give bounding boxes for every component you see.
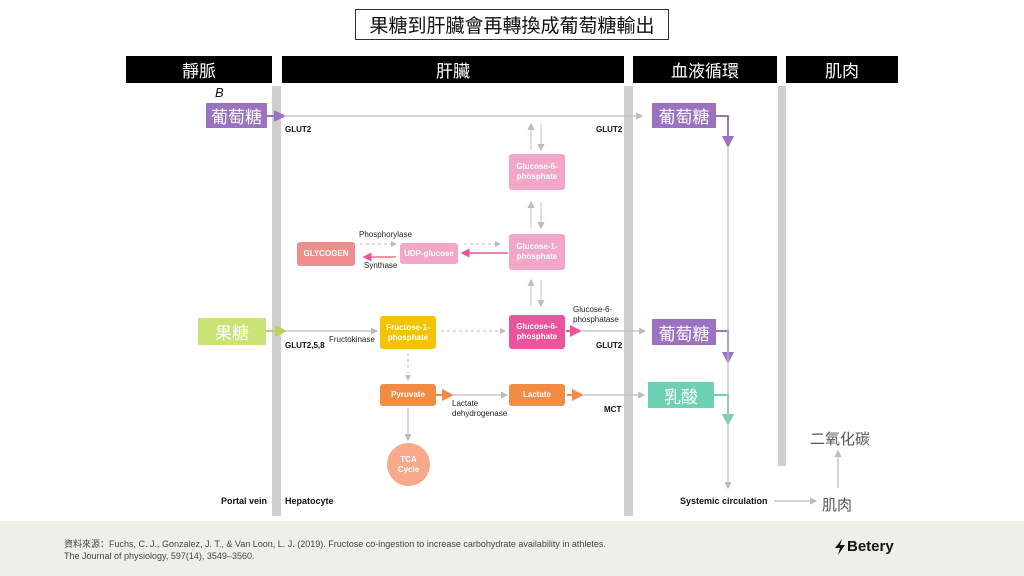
label-glut2-mid-right: GLUT2 bbox=[596, 341, 623, 350]
muscle-label: 肌肉 bbox=[822, 497, 853, 514]
node-lactate: Lactate bbox=[509, 384, 565, 406]
panel-letter: B bbox=[215, 85, 224, 100]
node-tca-cycle: TCA Cycle bbox=[387, 443, 430, 486]
portal-membrane-bar bbox=[272, 86, 281, 516]
co2-label: 二氧化碳 bbox=[810, 431, 871, 448]
column-header-liver: 肝臟 bbox=[282, 56, 624, 83]
label-glut2-top-left: GLUT2 bbox=[285, 125, 312, 134]
output-glucose-mid-box: 葡萄糖 bbox=[652, 319, 716, 345]
output-lactate-box: 乳酸 bbox=[648, 382, 714, 408]
column-header-muscle: 肌肉 bbox=[786, 56, 898, 83]
output-glucose-top-box: 葡萄糖 bbox=[652, 103, 716, 128]
label-systemic-circulation: Systemic circulation bbox=[680, 496, 768, 506]
label-phosphorylase: Phosphorylase bbox=[359, 230, 412, 239]
diagram-title: 果糖到肝臟會再轉換成葡萄糖輸出 bbox=[355, 9, 669, 40]
input-glucose-box: 葡萄糖 bbox=[206, 103, 267, 128]
label-glut2-top-right: GLUT2 bbox=[596, 125, 623, 134]
node-pyruvate: Pyruvate bbox=[380, 384, 436, 406]
label-portal-vein: Portal vein bbox=[221, 496, 268, 506]
muscle-membrane-bar bbox=[778, 86, 786, 466]
label-hepatocyte: Hepatocyte bbox=[285, 496, 334, 506]
bolt-icon bbox=[835, 538, 845, 555]
node-glycogen: GLYCOGEN bbox=[297, 242, 355, 266]
hepatocyte-membrane-bar bbox=[624, 86, 633, 516]
node-g1p: Glucose-1- phosphate bbox=[509, 234, 565, 270]
column-header-circulation: 血液循環 bbox=[633, 56, 777, 83]
citation-line-1: 資料來源：Fuchs, C. J., Gonzalez, J. T., & Va… bbox=[64, 539, 606, 549]
input-fructose-box: 果糖 bbox=[198, 318, 266, 345]
node-f1p: Fructose-1- phosphate bbox=[380, 316, 436, 349]
column-header-vein: 靜脈 bbox=[126, 56, 272, 83]
footer-bar bbox=[0, 521, 1024, 576]
node-g6p-top: Glucose-6- phosphate bbox=[509, 154, 565, 190]
label-synthase: Synthase bbox=[364, 261, 398, 270]
label-g6pase: Glucose-6- phosphatase bbox=[573, 305, 619, 324]
brand-name: Betery bbox=[847, 538, 894, 555]
brand-logo: Betery bbox=[834, 538, 894, 555]
label-ldh: Lactate dehydrogenase bbox=[452, 399, 508, 418]
node-udp-glucose: UDP-glucose bbox=[400, 243, 458, 264]
label-glut258: GLUT2,5,8 bbox=[285, 341, 325, 350]
node-g6p-mid: Glucose-6- phosphate bbox=[509, 315, 565, 349]
label-mct: MCT bbox=[604, 405, 622, 414]
label-fructokinase: Fructokinase bbox=[329, 335, 375, 344]
citation-line-2: The Journal of physiology, 597(14), 3549… bbox=[64, 551, 255, 561]
